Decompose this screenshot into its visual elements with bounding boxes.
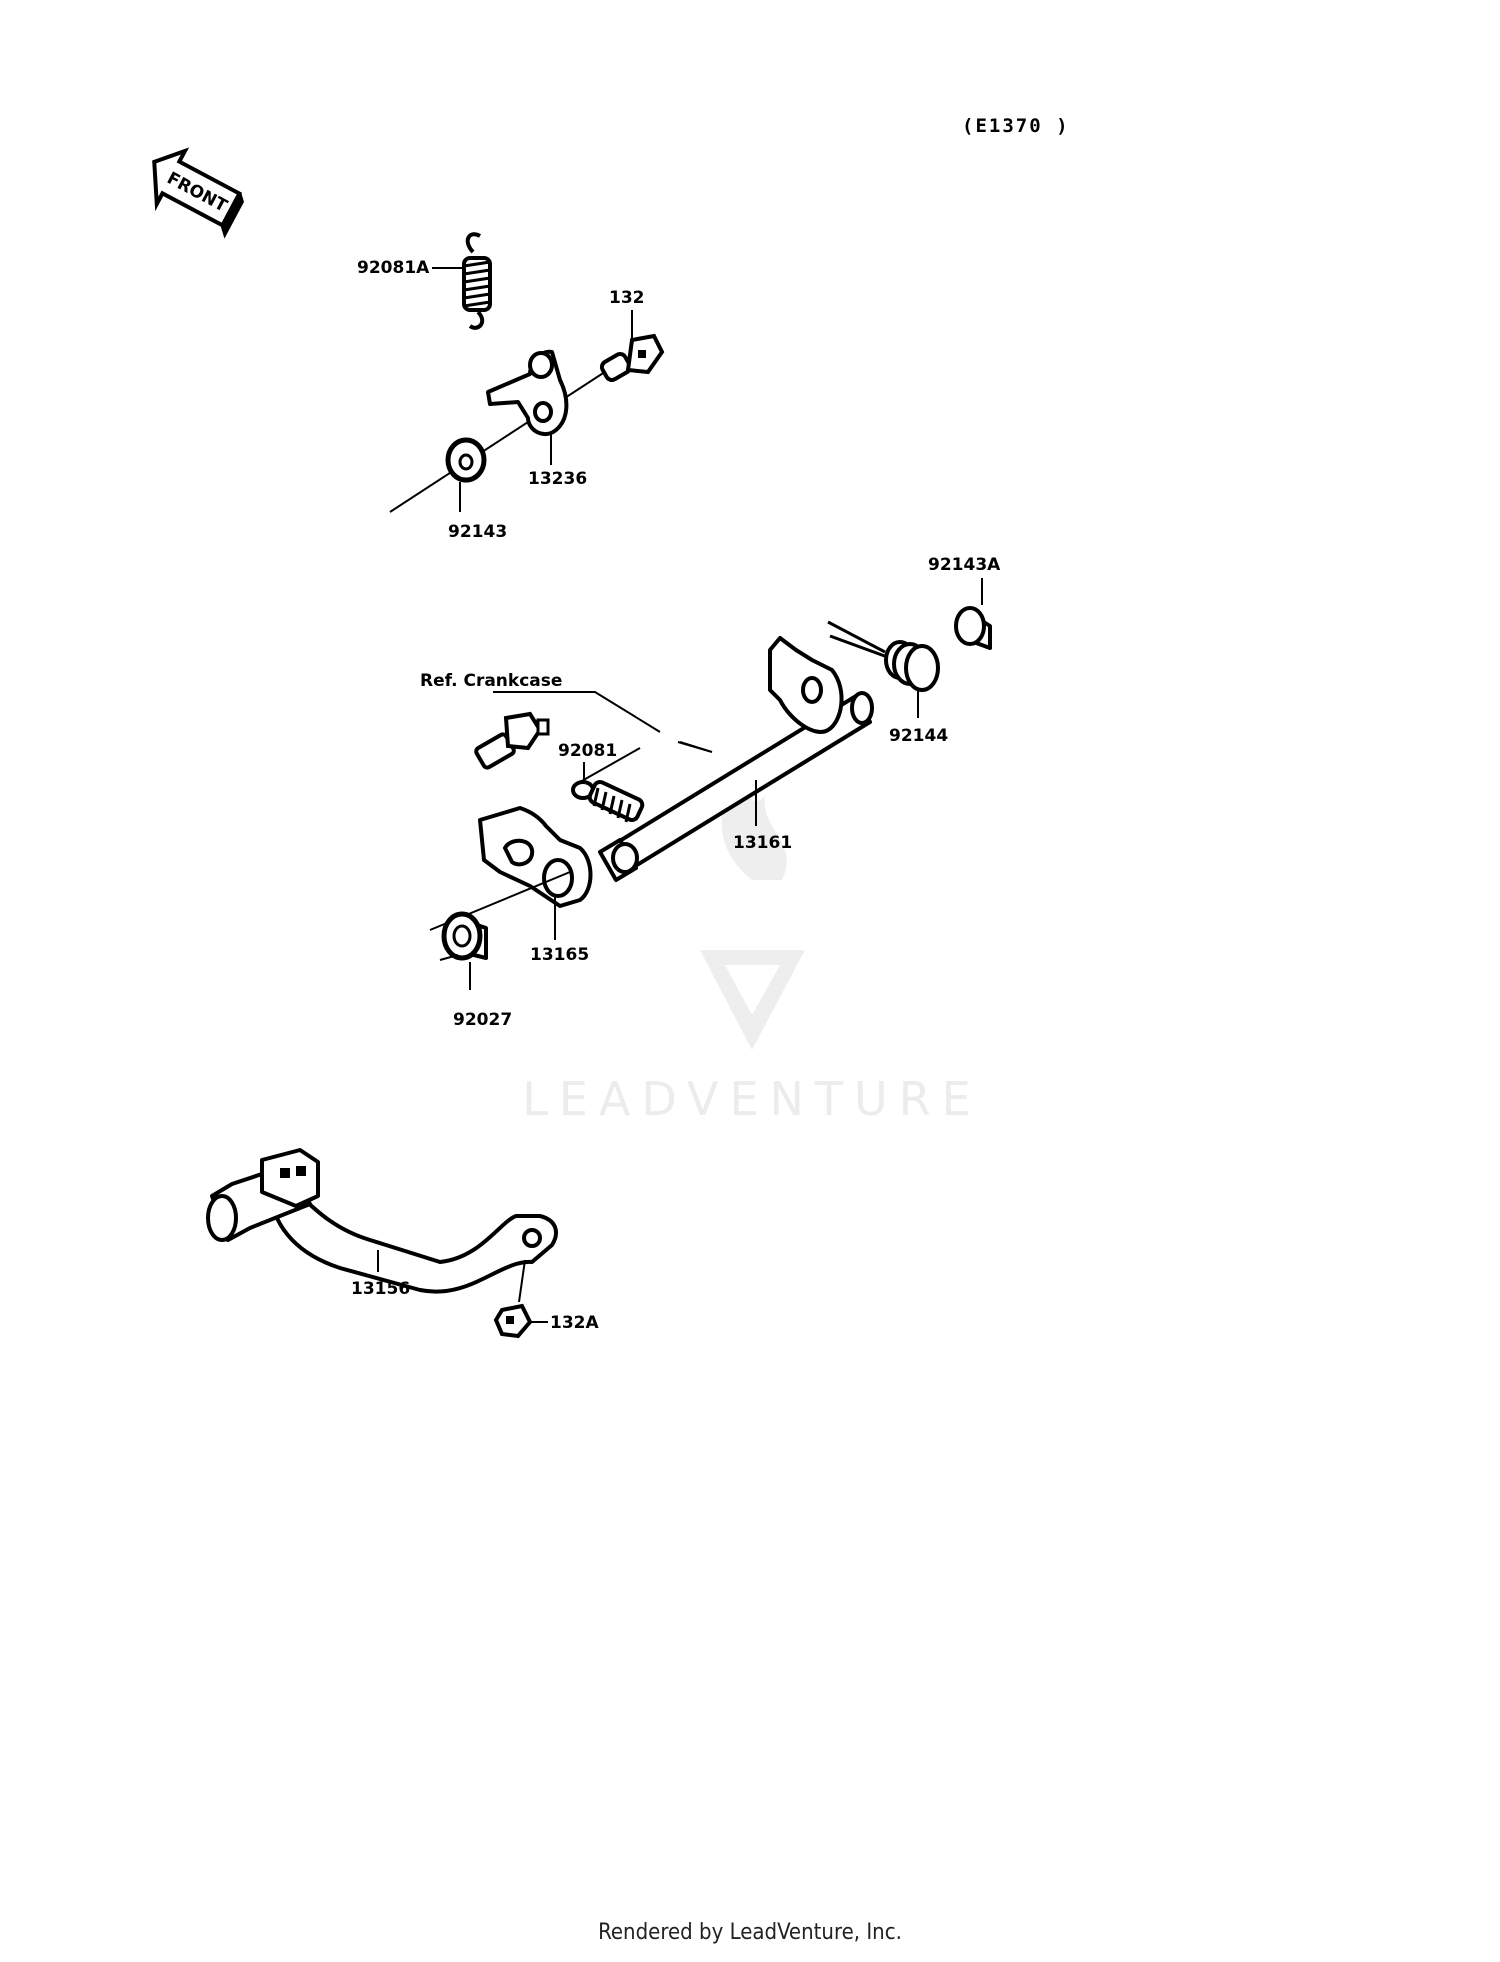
watermark-text: LEADVENTURE (522, 1072, 982, 1126)
shift-plate-13165 (478, 806, 593, 908)
bolt-132 (599, 333, 665, 382)
bolt-132A (493, 1303, 533, 1339)
seal-92027 (441, 911, 488, 961)
spring-92144 (827, 620, 940, 692)
ref-crankcase-label: Ref. Crankcase (420, 671, 562, 691)
stopper-bolt (474, 711, 550, 770)
part-label-13236: 13236 (528, 469, 587, 489)
part-label-13156: 13156 (351, 1279, 410, 1299)
part-label-92143: 92143 (448, 522, 507, 542)
diagram-code: (E1370 ) (962, 115, 1070, 137)
lever-13236 (486, 349, 569, 437)
front-arrow-icon: FRONT (152, 147, 244, 239)
footer-credit: Rendered by LeadVenture, Inc. (598, 1920, 902, 1945)
shift-pedal-13156 (206, 1148, 558, 1294)
collar-92143A (954, 606, 992, 650)
part-label-13165: 13165 (530, 945, 589, 965)
spring-92081 (571, 780, 645, 823)
shift-shaft-13161 (598, 636, 874, 882)
part-label-132: 132 (609, 288, 645, 308)
part-label-132A: 132A (550, 1313, 599, 1333)
part-label-92081: 92081 (558, 741, 617, 761)
part-label-92144: 92144 (889, 726, 948, 746)
part-label-92081A: 92081A (357, 258, 430, 278)
part-label-92027: 92027 (453, 1010, 512, 1030)
spring-92081A (462, 232, 492, 330)
washer-92143 (445, 437, 487, 483)
part-label-92143A: 92143A (928, 555, 1001, 575)
leadventure-watermark: LEADVENTURE (522, 770, 982, 1126)
part-label-13161: 13161 (733, 833, 792, 853)
